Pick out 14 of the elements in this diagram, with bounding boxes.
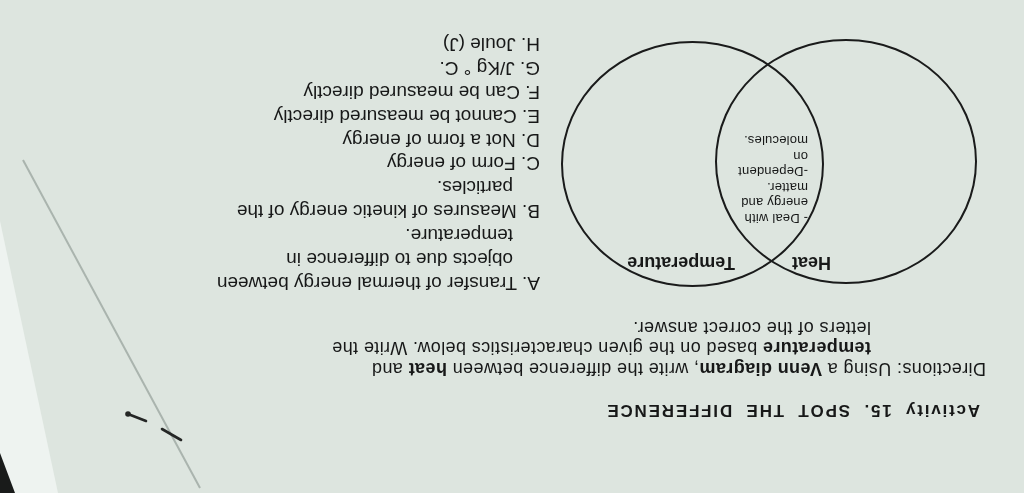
directions-text: Directions: Using a Venn diagram, write the difference between heat and temperature based on the given characteristics below. Write the letters of the correct answer. xyxy=(330,317,986,379)
answer-choice: A. Transfer of thermal energy between objects due to difference in temperature. xyxy=(215,224,540,295)
answer-choice: D. Not a form of energy xyxy=(341,128,540,152)
answer-choice: B. Measures of kinetic energy of the particles. xyxy=(235,176,540,224)
circle-label: Heat xyxy=(792,253,831,273)
answer-choice: F. Can be measured directly xyxy=(302,80,540,104)
activity-title: Activity 15. SPOT THE DIFFERENCE xyxy=(605,400,980,420)
overlap-text: - Deal with energy and matter. xyxy=(739,179,808,226)
answer-choice: G. J/Kg ° C. xyxy=(438,56,540,80)
overlap-text: -Dependent on molecules. xyxy=(737,132,808,180)
answer-choice: C. Form of energy xyxy=(385,152,540,176)
answer-choice: E. Cannot be measured directly xyxy=(272,104,540,128)
answer-choice: H. Joule (J) xyxy=(441,32,540,56)
circle-label: Temperature xyxy=(627,253,735,273)
